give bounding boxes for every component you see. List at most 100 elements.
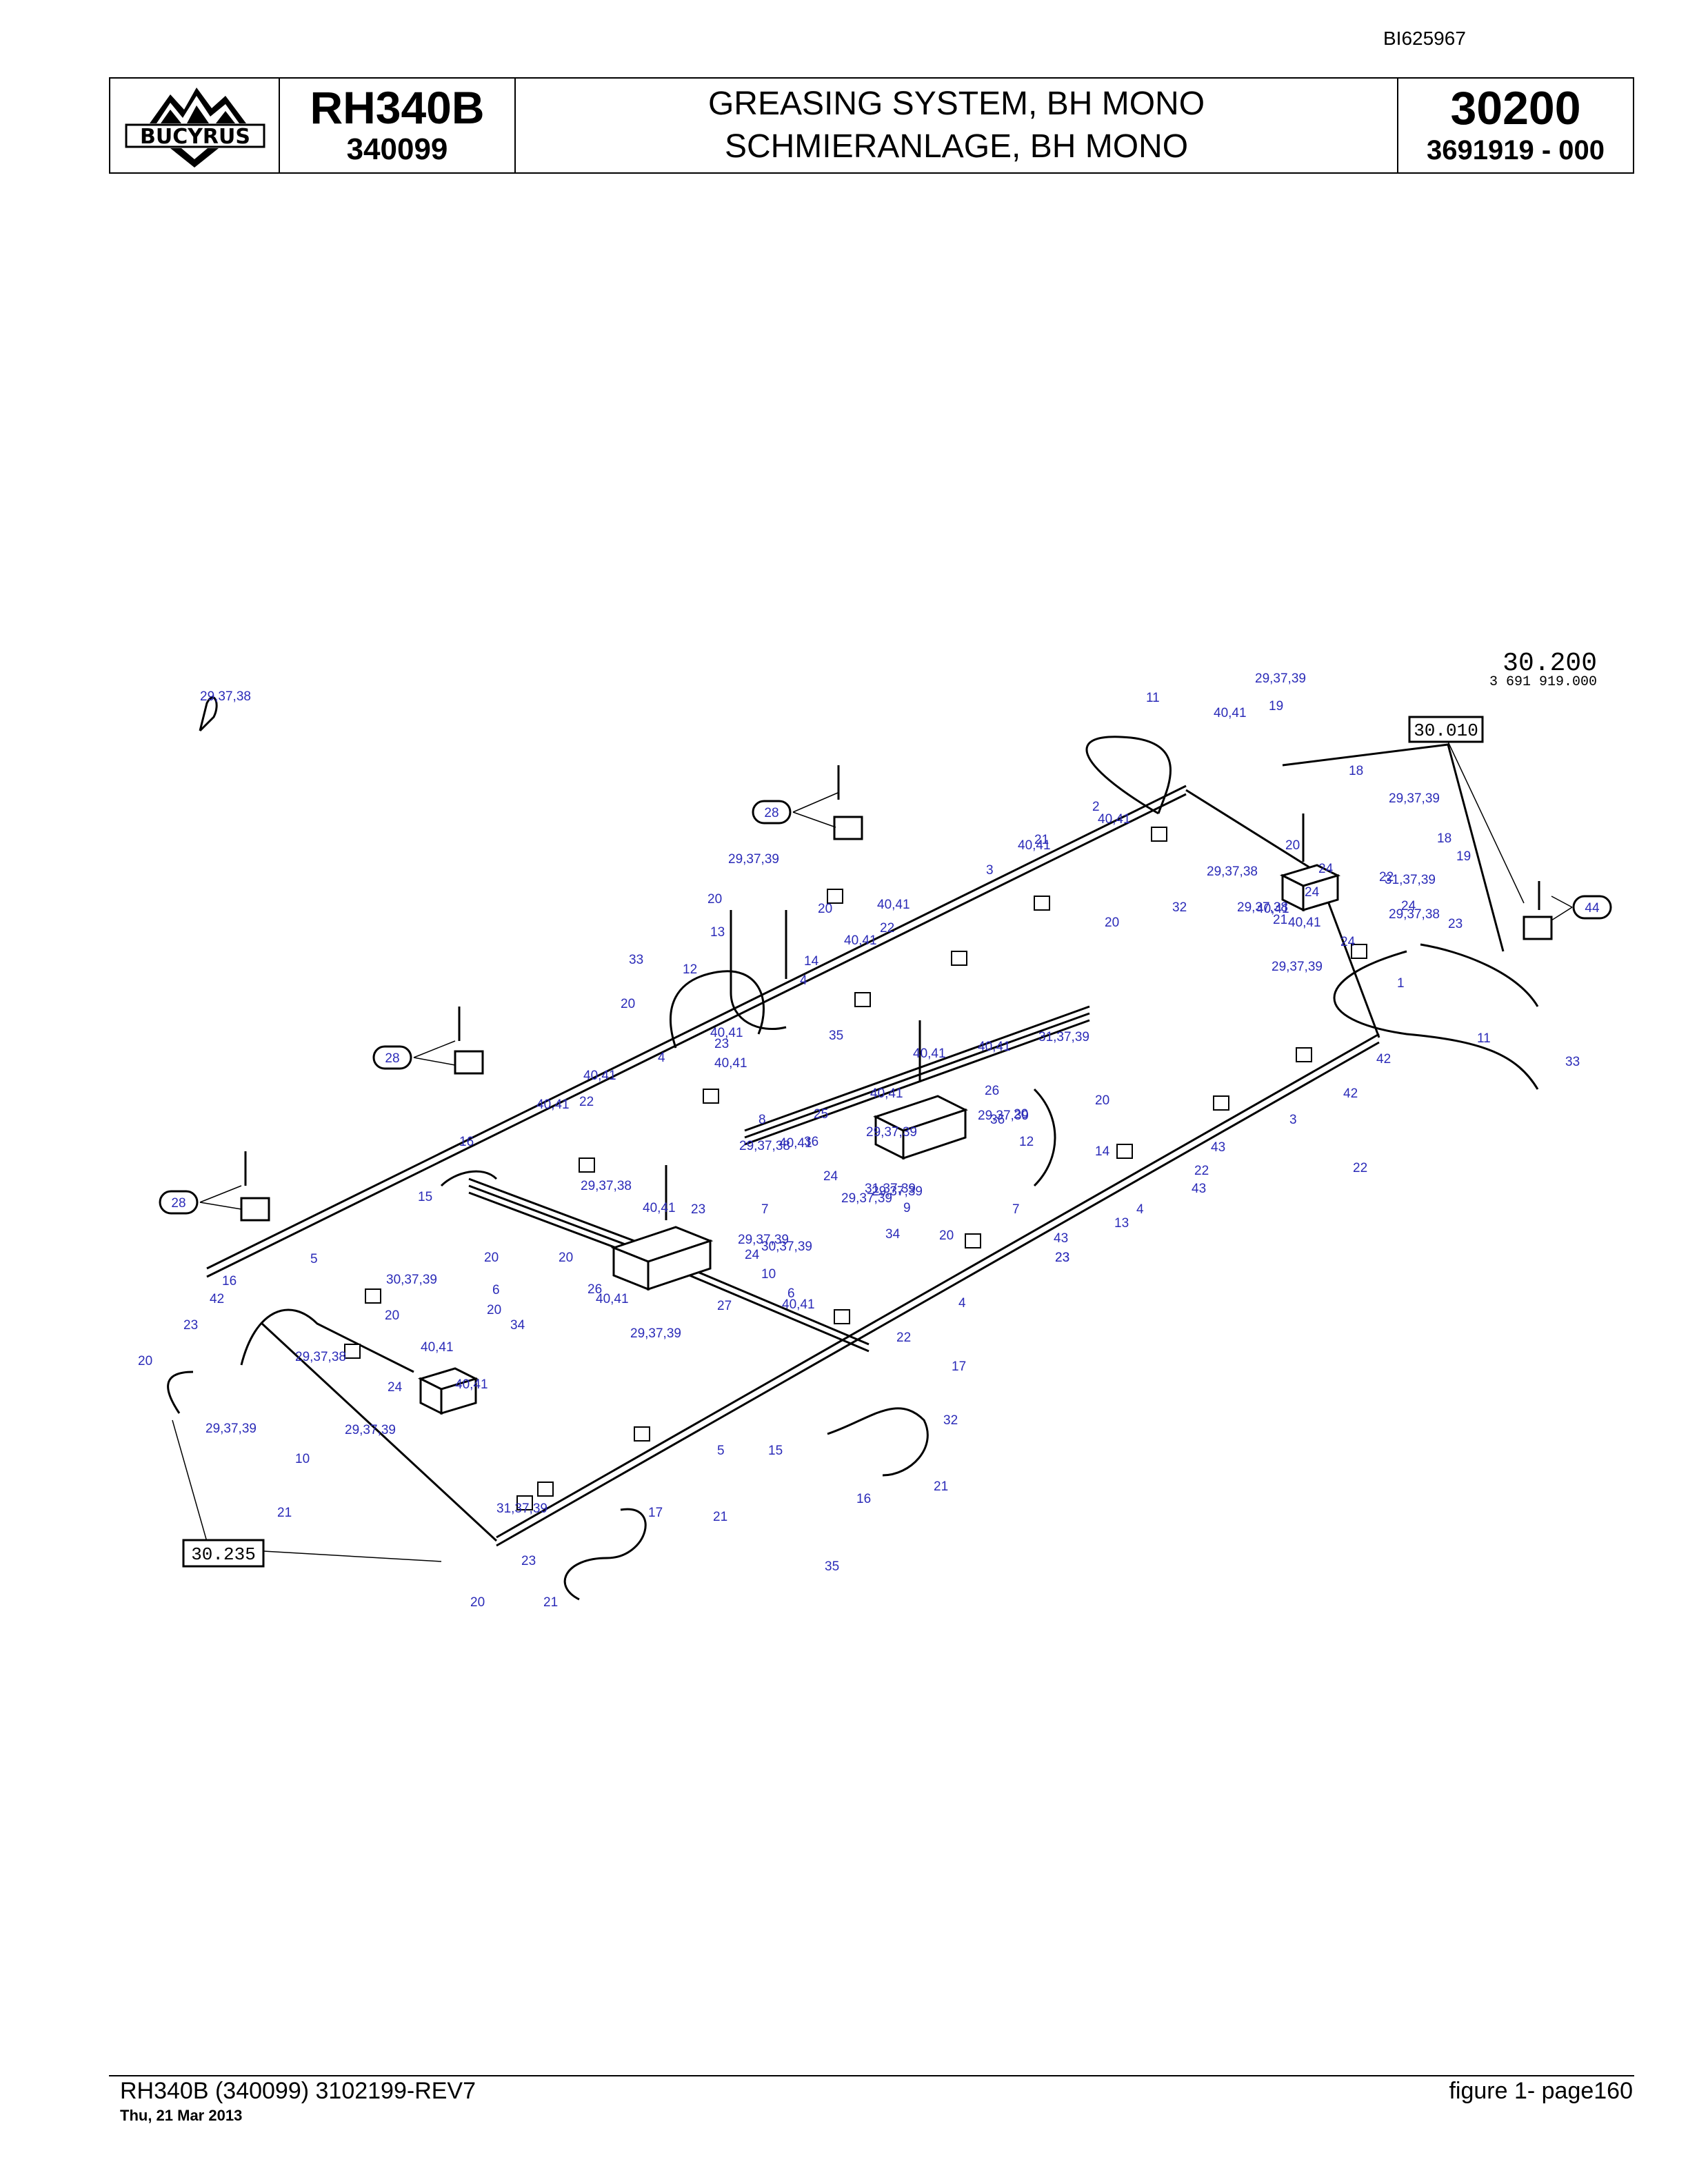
svg-text:28: 28 [171, 1196, 185, 1211]
svg-text:28: 28 [764, 806, 778, 820]
item-label: 21 [543, 1595, 558, 1610]
hoses [167, 736, 1539, 1601]
item-label: 29,37,38 [1389, 907, 1440, 922]
item-label: 29,37,38 [1207, 865, 1258, 879]
item-label: 30,37,39 [386, 1273, 437, 1287]
item-label: 11 [1477, 1031, 1491, 1046]
item-label: 40,41 [536, 1098, 570, 1112]
item-label: 24 [1401, 899, 1416, 913]
item-label: 43 [1192, 1182, 1206, 1196]
item-label: 4 [958, 1296, 966, 1311]
item-label: 31,37,39 [865, 1182, 916, 1196]
footer-page-reference: figure 1- page160 [1449, 2078, 1633, 2104]
item-label: 40,41 [913, 1046, 946, 1061]
item-label: 23 [1055, 1251, 1069, 1265]
item-label: 18 [1437, 831, 1451, 846]
serial-number: 340099 [346, 132, 448, 166]
bucyrus-logo: BUCYRUS [125, 88, 265, 168]
item-label: 40,41 [455, 1377, 488, 1392]
item-label: 40,41 [877, 898, 910, 912]
item-label: 5 [310, 1252, 318, 1266]
svg-text:30.010: 30.010 [1414, 720, 1478, 741]
item-label: 13 [710, 925, 725, 940]
item-label: 33 [629, 953, 643, 967]
item-label: 29,37,39 [630, 1326, 681, 1341]
pin-27 [199, 696, 218, 732]
circled-callout-28-middle: 28 [372, 1045, 412, 1070]
item-label: 20 [138, 1354, 152, 1368]
logo-cell: BUCYRUS [110, 79, 280, 172]
item-label: 29,37,39 [345, 1423, 396, 1437]
item-label: 10 [761, 1267, 776, 1282]
item-label: 20 [487, 1303, 501, 1317]
item-label: 24 [745, 1248, 760, 1262]
item-label: 17 [648, 1506, 663, 1520]
item-label: 42 [210, 1292, 224, 1306]
item-label: 34 [510, 1318, 525, 1333]
item-label: 23 [1055, 1251, 1069, 1265]
item-label: 4 [1136, 1202, 1144, 1217]
item-label: 16 [222, 1274, 237, 1288]
title-block: BUCYRUS RH340B 340099 GREASING SYSTEM, B… [109, 77, 1634, 174]
figure-cell: 30200 3691919 - 000 [1398, 79, 1633, 172]
item-label: 40,41 [714, 1056, 747, 1071]
item-label: 29,37,38 [200, 689, 251, 704]
item-label: 22 [1379, 870, 1394, 884]
item-label: 12 [683, 962, 697, 977]
item-label: 22 [579, 1095, 594, 1109]
item-label: 31,37,39 [1038, 1030, 1089, 1044]
leader-lines [172, 741, 1573, 1562]
item-label: 29,37,39 [872, 1184, 923, 1199]
circled-callout-28-top: 28 [752, 800, 792, 825]
item-label: 40,41 [978, 1040, 1011, 1054]
item-label: 22 [896, 1331, 911, 1345]
sheet-number: 30.200 [1503, 649, 1597, 678]
item-label: 40,41 [421, 1340, 454, 1355]
item-label: 35 [825, 1559, 839, 1574]
logo-text: BUCYRUS [140, 125, 250, 149]
item-label: 31,37,39 [1385, 873, 1436, 887]
item-label: 20 [1285, 838, 1300, 853]
item-label: 29,37,38 [1237, 900, 1288, 915]
item-label: 24 [1318, 862, 1334, 876]
item-label: 20 [470, 1595, 485, 1610]
item-label: 29,37,39 [728, 852, 779, 867]
item-label: 29,37,39 [738, 1233, 789, 1247]
circled-callout-28-left: 28 [159, 1190, 199, 1215]
item-label: 16 [459, 1135, 474, 1149]
item-label: 29,37,39 [1255, 671, 1306, 686]
item-label: 29,37,38 [295, 1350, 346, 1364]
item-label: 25 [814, 1107, 828, 1122]
item-label: 10 [295, 1452, 310, 1466]
item-label: 20 [484, 1251, 499, 1265]
item-label: 43 [1054, 1231, 1068, 1246]
item-label: 6 [787, 1286, 795, 1301]
item-label: 21 [713, 1510, 727, 1524]
title-german: SCHMIERANLAGE, BH MONO [724, 128, 1189, 165]
item-label: 14 [804, 954, 819, 969]
item-label: 29,37,39 [841, 1191, 892, 1206]
item-label: 33 [1565, 1055, 1580, 1069]
item-label: 42 [1343, 1086, 1358, 1101]
item-label: 29,37,39 [978, 1109, 1029, 1123]
item-label: 36 [990, 1113, 1005, 1127]
item-label: 20 [1095, 1093, 1109, 1108]
item-label: 24 [823, 1169, 838, 1184]
item-label: 32 [943, 1413, 958, 1428]
item-label: 8 [758, 1113, 766, 1127]
item-label: 17 [952, 1359, 966, 1374]
footer-date: Thu, 21 Mar 2013 [120, 2107, 243, 2124]
item-label: 21 [1273, 913, 1287, 927]
figure-number: 30200 [1450, 82, 1581, 134]
item-label: 21 [934, 1479, 948, 1494]
item-label: 40,41 [782, 1297, 815, 1312]
circled-callout-44: 44 [1572, 895, 1612, 920]
item-label: 22 [1194, 1164, 1209, 1178]
item-label: 35 [829, 1029, 843, 1043]
item-label: 29,37,38 [739, 1139, 790, 1153]
item-label: 7 [1012, 1202, 1020, 1217]
model-cell: RH340B 340099 [280, 79, 516, 172]
svg-text:44: 44 [1585, 901, 1600, 916]
item-label: 40,41 [1288, 916, 1321, 930]
